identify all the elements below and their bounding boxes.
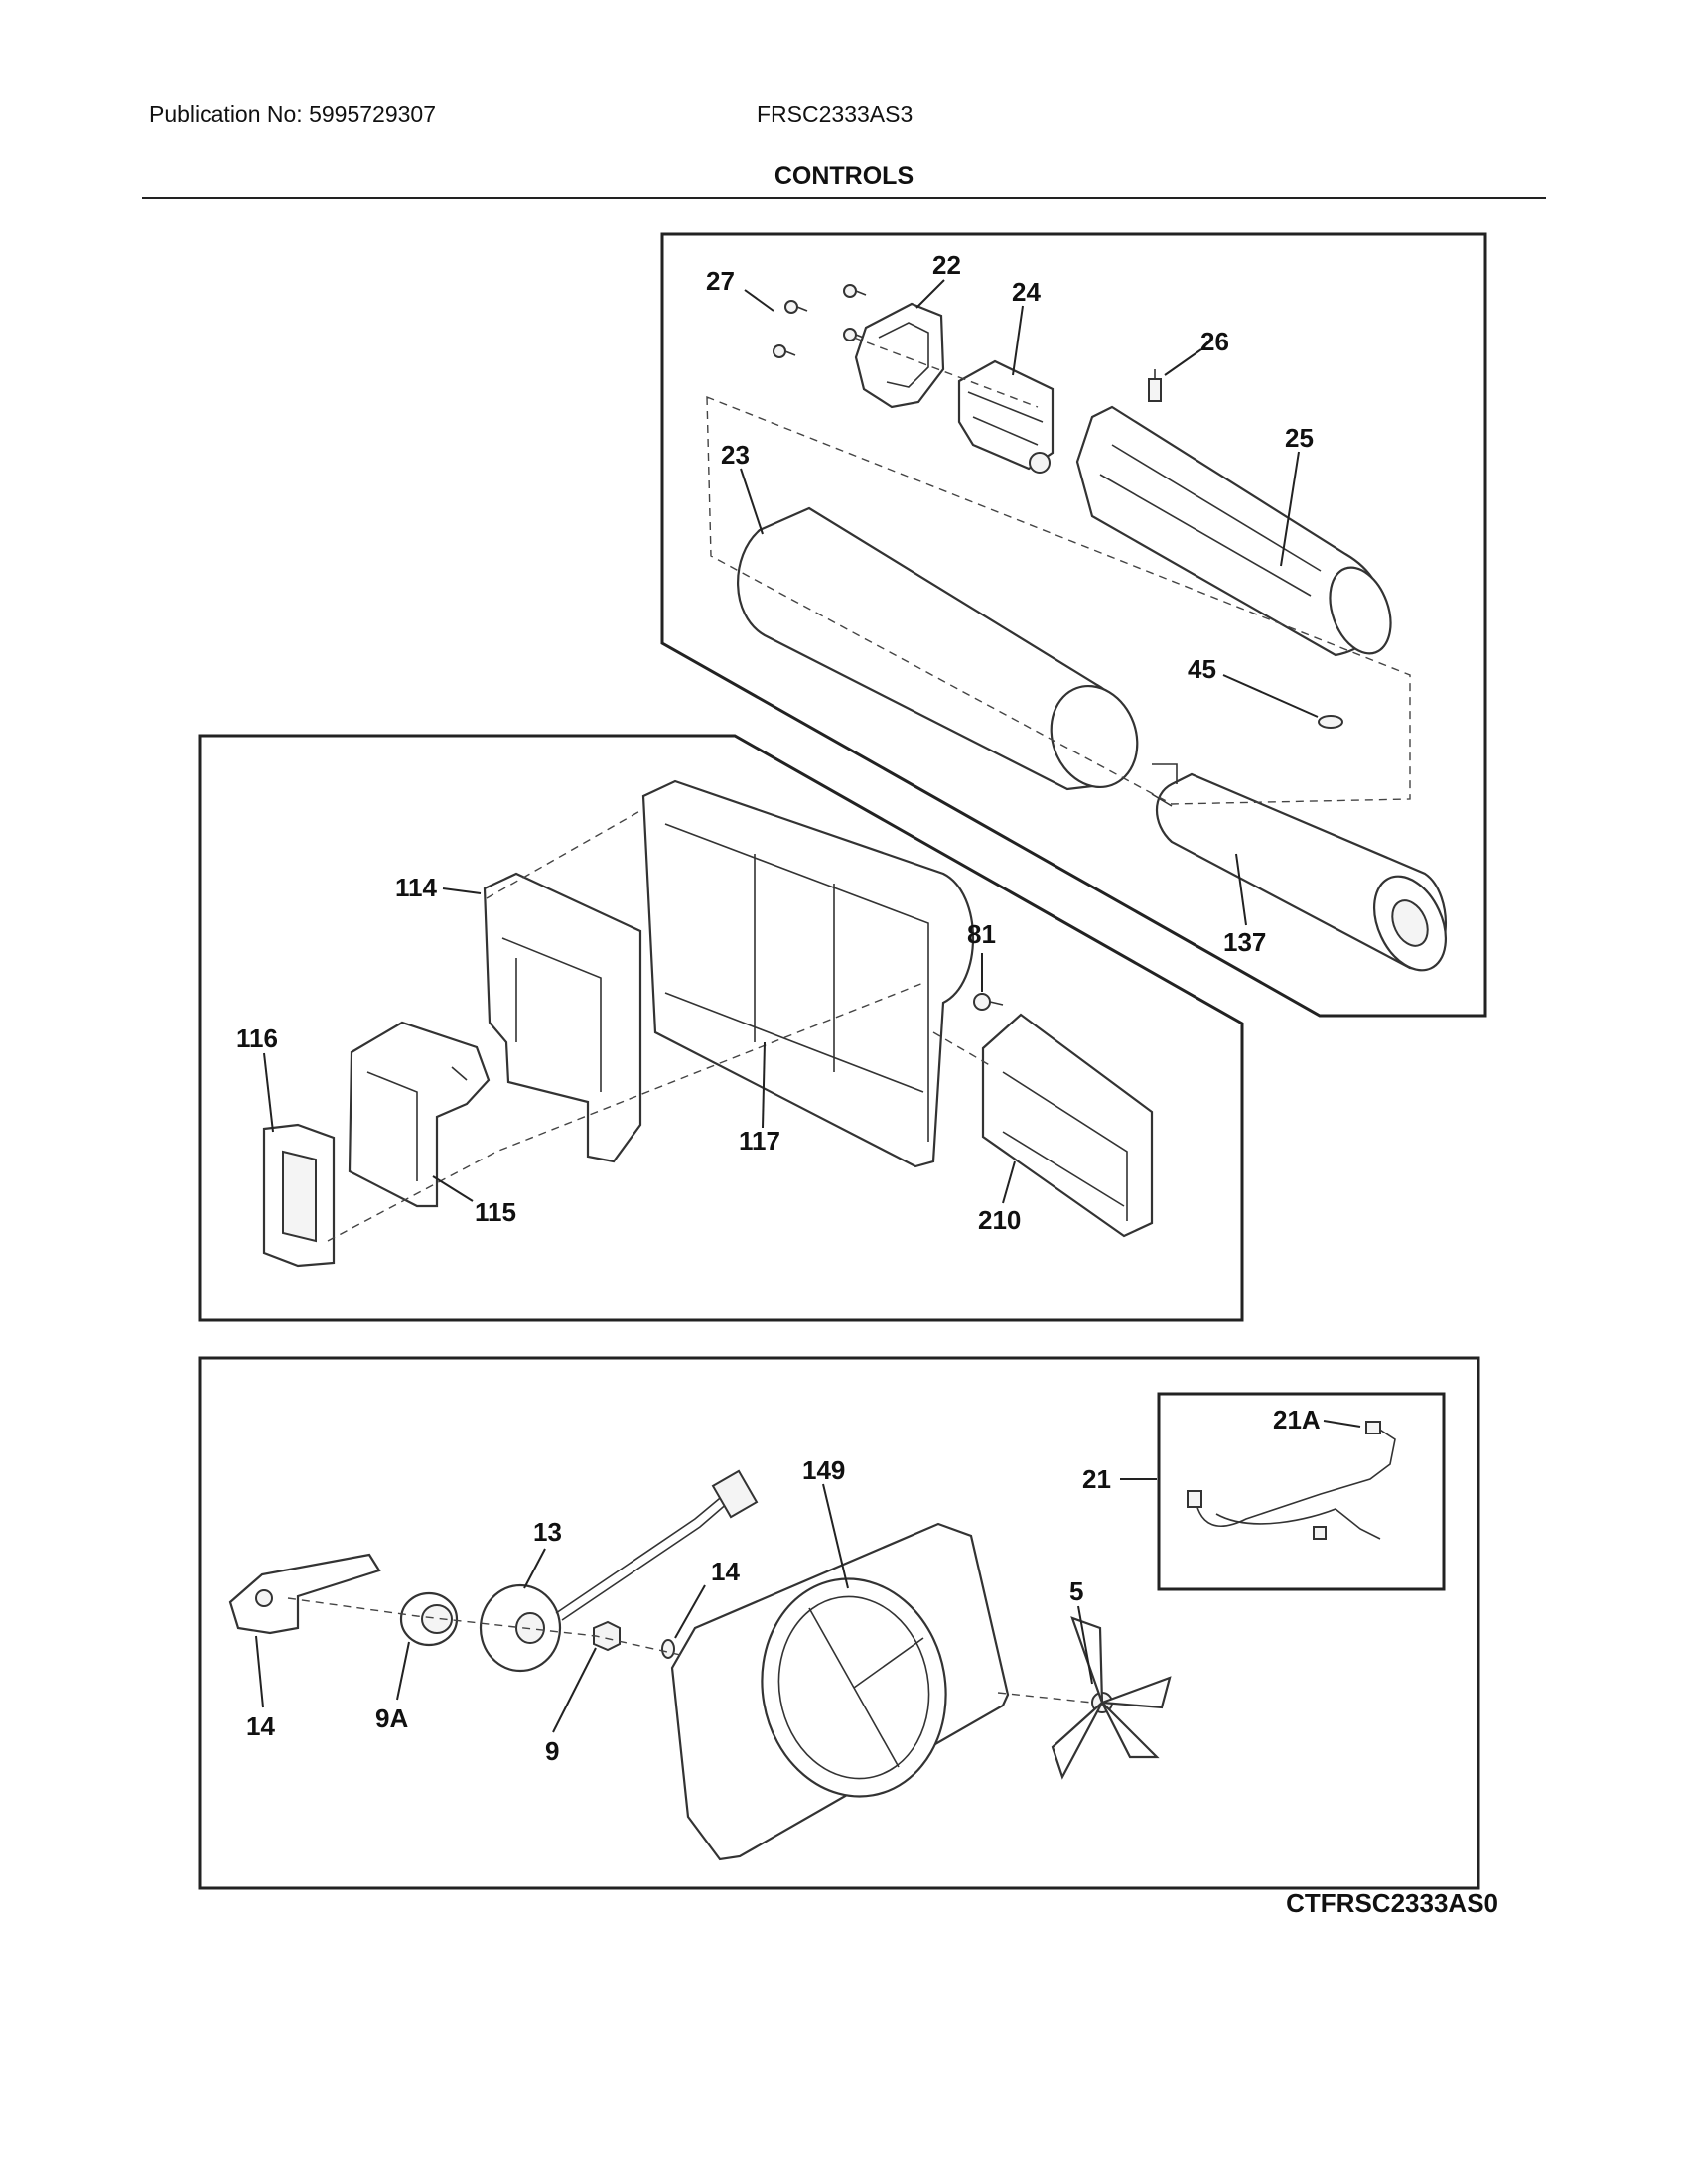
control-module-24 (957, 359, 1055, 474)
mount-bracket-14 (228, 1553, 381, 1635)
screw-icon (784, 300, 808, 314)
callout-14-bracket: 14 (246, 1711, 275, 1741)
fan-blade-5 (1051, 1616, 1172, 1780)
screw-81 (973, 993, 1004, 1011)
callout-114: 114 (395, 873, 437, 902)
fan-shroud-149 (670, 1522, 1010, 1861)
callout-116: 116 (236, 1024, 278, 1053)
callout-117: 117 (739, 1126, 780, 1156)
top-dashed-line (853, 337, 1039, 408)
dispenser-bracket-117 (641, 779, 975, 1168)
callout-81: 81 (967, 919, 996, 949)
mid-dashed-line-b (486, 808, 644, 899)
screw-icon (843, 284, 867, 298)
screw-27-group (773, 284, 867, 358)
bottom-frame (198, 1356, 1480, 1890)
title-rule (142, 197, 1546, 199)
screw-icon (843, 328, 867, 341)
ice-chute-210 (981, 1013, 1154, 1238)
callout-21A: 21A (1273, 1405, 1321, 1434)
callout-25: 25 (1285, 423, 1314, 453)
callout-22: 22 (932, 250, 961, 280)
wire-harness-21 (1187, 1421, 1396, 1540)
top-dashed-outline (706, 395, 1411, 805)
fan-motor-13 (479, 1469, 759, 1673)
callout-5: 5 (1069, 1576, 1083, 1606)
diagram-code: CTFRSC2333AS0 (1286, 1888, 1498, 1918)
callout-24: 24 (1012, 277, 1041, 307)
bushing-9A (399, 1591, 459, 1647)
callout-9: 9 (545, 1736, 559, 1766)
callout-27: 27 (706, 266, 735, 296)
top-frame (660, 232, 1487, 1018)
pin-26 (1148, 369, 1162, 402)
callout-21: 21 (1082, 1464, 1111, 1494)
middle-frame (198, 734, 1244, 1322)
switch-115 (348, 1021, 491, 1208)
callout-115: 115 (475, 1197, 516, 1227)
inset-frame-21 (1157, 1392, 1446, 1591)
callout-26: 26 (1200, 327, 1229, 356)
housing-upper-25 (1075, 405, 1392, 657)
callout-149: 149 (802, 1455, 845, 1485)
publication-number: Publication No: 5995729307 (149, 101, 437, 127)
leader-lines (255, 279, 1361, 1733)
bottom-dashed-line-b (997, 1692, 1093, 1704)
cover-114 (483, 872, 642, 1163)
callout-14-washer: 14 (711, 1557, 740, 1586)
model-number: FRSC2333AS3 (757, 101, 914, 127)
callout-210: 210 (978, 1205, 1021, 1235)
callout-45: 45 (1188, 654, 1216, 684)
callout-9A: 9A (375, 1704, 408, 1733)
washer-14 (661, 1639, 675, 1659)
screw-icon (773, 344, 796, 358)
housing-lower-23 (737, 506, 1139, 791)
mid-dashed-line-c (932, 1031, 994, 1068)
nut-9 (593, 1620, 621, 1652)
water-filter-137 (1151, 763, 1447, 972)
callout-13: 13 (533, 1517, 562, 1547)
grommet-45 (1318, 715, 1343, 729)
bezel-116 (262, 1123, 336, 1268)
callout-23: 23 (721, 440, 750, 470)
page-title: CONTROLS (774, 162, 914, 190)
callout-137: 137 (1223, 927, 1266, 957)
